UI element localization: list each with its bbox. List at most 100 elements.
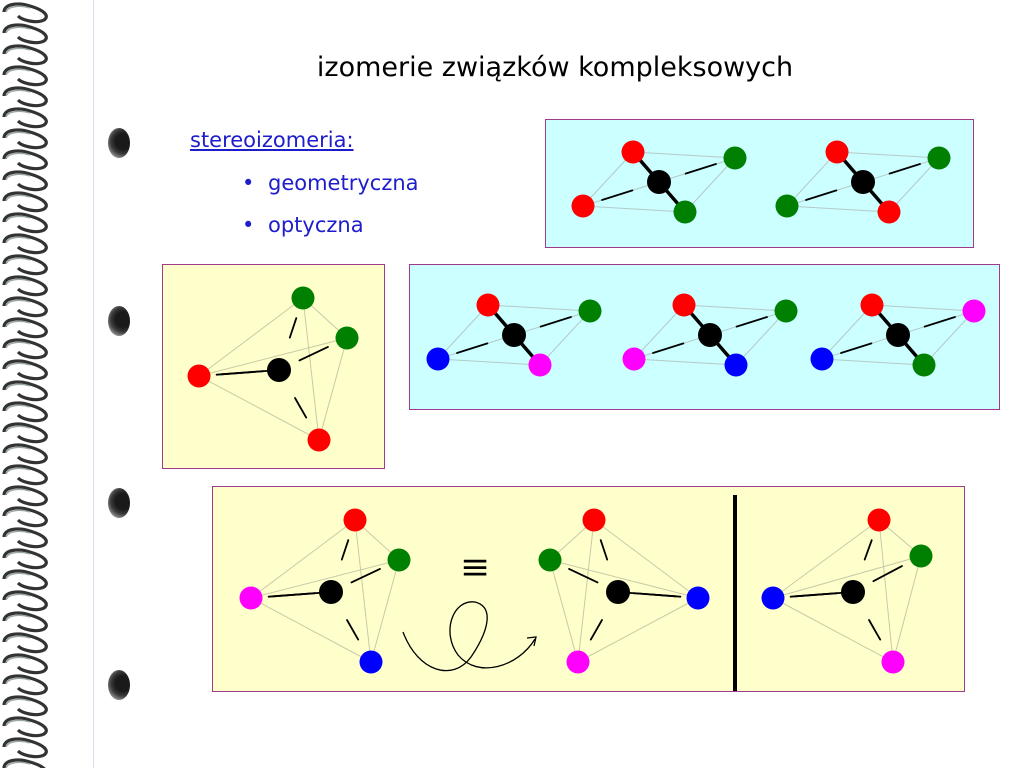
spiral-ring-highlight — [5, 509, 31, 517]
spiral-ring — [2, 464, 48, 486]
ligand-atom — [761, 586, 785, 610]
bond-line — [772, 519, 880, 599]
ligand-atom — [571, 194, 595, 218]
bond-line — [872, 565, 903, 583]
bond-line — [549, 559, 579, 663]
spiral-ring — [2, 548, 48, 570]
ligand-atom — [810, 347, 834, 371]
spiral-ring — [2, 527, 48, 549]
ligand-atom — [774, 299, 798, 323]
ligand-atom — [724, 353, 748, 377]
bond-line — [288, 317, 298, 339]
molecule-enantiomer-rotated — [538, 508, 710, 674]
spiral-ring-highlight — [5, 740, 31, 748]
ligand-atom — [860, 293, 884, 317]
molecule-isomer-3 — [810, 293, 986, 377]
spiral-ring-highlight — [5, 110, 31, 118]
bond-line — [821, 304, 873, 360]
bond-line — [786, 151, 838, 207]
central-metal-atom — [841, 580, 865, 604]
spiral-ring — [2, 611, 48, 633]
spiral-ring-highlight — [5, 47, 31, 55]
spiral-ring-highlight — [5, 26, 31, 34]
spiral-ring — [2, 317, 48, 339]
spiral-ring — [2, 65, 48, 87]
central-metal-atom — [606, 580, 630, 604]
margin-line — [93, 0, 94, 768]
bond-line — [683, 304, 787, 312]
spiral-ring — [2, 380, 48, 402]
bond-line — [539, 310, 591, 366]
spiral-ring — [2, 632, 48, 654]
central-metal-atom — [319, 580, 343, 604]
spiral-ring-highlight — [5, 656, 31, 664]
spiral-ring-highlight — [5, 320, 31, 328]
ligand-atom — [528, 353, 552, 377]
bullet-item: •optyczna — [242, 213, 364, 237]
spiral-ring — [2, 590, 48, 612]
bond-line — [250, 597, 372, 663]
spiral-ring — [2, 674, 48, 696]
square-planar-isomers-diagram — [571, 140, 951, 224]
molecule-isomer-2 — [622, 293, 798, 377]
bond-line — [633, 592, 677, 598]
bond-line — [601, 189, 634, 201]
spiral-ring-highlight — [5, 173, 31, 181]
spiral-ring-highlight — [5, 446, 31, 454]
bond-line — [684, 163, 717, 175]
bond-line — [888, 157, 940, 213]
bond-line — [354, 519, 372, 663]
bond-line — [593, 519, 699, 599]
spiral-ring — [2, 107, 48, 129]
square-planar-isomers-box — [545, 119, 974, 248]
ligand-atom — [582, 508, 606, 532]
notebook-spiral-icon — [2, 2, 48, 768]
spiral-ring-highlight — [5, 5, 31, 13]
ligand-atom — [538, 548, 562, 572]
optical-isomers-diagram: ≡ — [239, 495, 933, 691]
ligand-atom — [672, 293, 696, 317]
spiral-ring — [2, 86, 48, 108]
molecule-enantiomer-original — [239, 508, 411, 674]
bond-line — [198, 375, 320, 441]
spiral-ring-highlight — [5, 278, 31, 286]
bond-line — [599, 539, 609, 561]
molecule-trans — [775, 140, 951, 224]
bullet-label-geometric: geometryczna — [268, 171, 419, 195]
spiral-ring-highlight — [5, 572, 31, 580]
molecule-enantiomer-mirror — [761, 508, 933, 674]
spiral-ring-highlight — [5, 530, 31, 538]
ligand-atom — [962, 299, 986, 323]
bond-line — [350, 568, 381, 584]
spiral-ring-highlight — [5, 383, 31, 391]
bullet-label-optical: optyczna — [268, 213, 364, 237]
spiral-ring — [2, 359, 48, 381]
ligand-atom — [307, 428, 331, 452]
bond-line — [549, 559, 699, 599]
bond-line — [923, 316, 956, 328]
spiral-ring-highlight — [5, 488, 31, 496]
central-metal-atom — [502, 323, 526, 347]
bond-line — [577, 519, 595, 663]
spiral-ring-highlight — [5, 635, 31, 643]
ligand-atom — [359, 650, 383, 674]
bond-line — [272, 592, 316, 598]
bond-line — [568, 568, 599, 584]
mirror-plane-line — [733, 495, 737, 691]
ligand-atom — [927, 146, 951, 170]
spiral-ring — [2, 737, 48, 759]
ligand-atom — [578, 299, 602, 323]
spiral-ring-highlight — [5, 467, 31, 475]
molecule-isomer-1 — [426, 293, 602, 377]
bond-line — [298, 346, 329, 362]
bond-line — [577, 597, 699, 663]
spiral-ring — [2, 44, 48, 66]
spiral-ring-highlight — [5, 236, 31, 244]
bond-line — [892, 555, 922, 663]
ligand-atom — [909, 544, 933, 568]
subtitle-stereoisomerism: stereoizomeria: — [190, 128, 354, 152]
bond-line — [868, 619, 882, 641]
spiral-ring — [2, 23, 48, 45]
bond-line — [250, 519, 356, 599]
ligand-atom — [867, 508, 891, 532]
